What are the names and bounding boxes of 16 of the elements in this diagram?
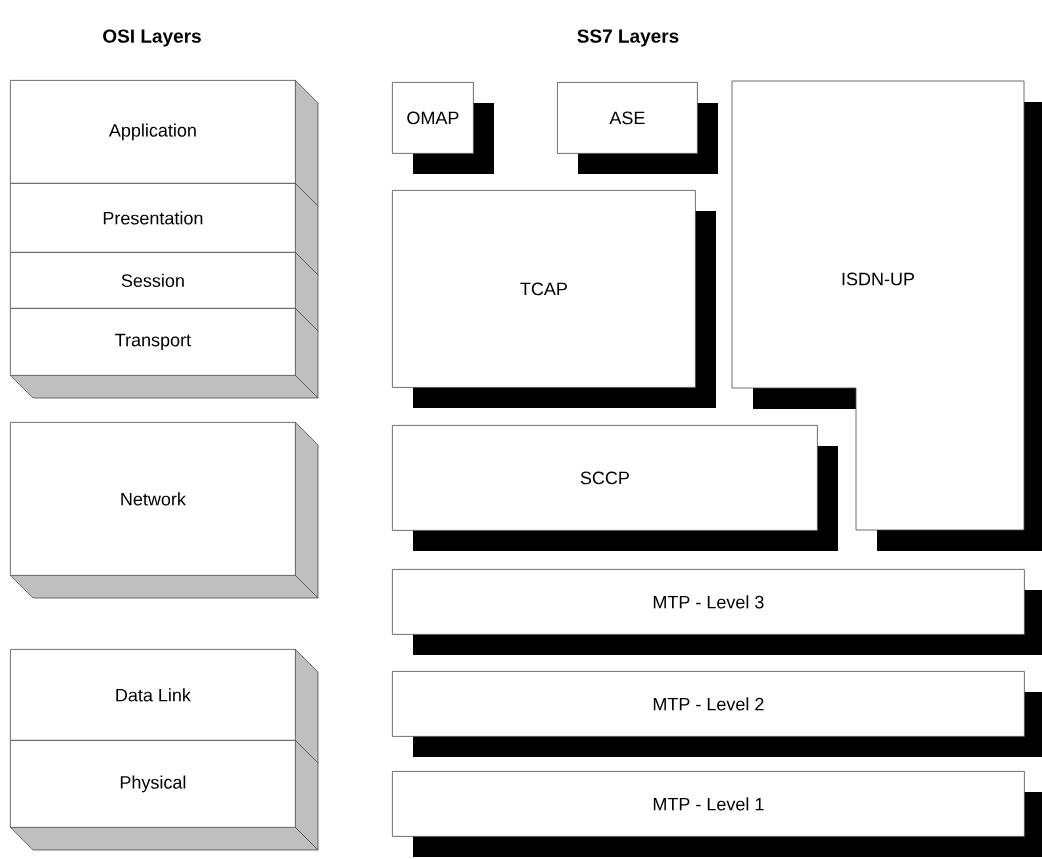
protocol-box: ISDN-UP bbox=[731, 80, 1042, 551]
layer-box: Physical bbox=[9, 739, 319, 851]
protocol-box: MTP - Level 2 bbox=[392, 671, 1042, 757]
layer-box: Network bbox=[9, 421, 319, 599]
layer-box: Application bbox=[10, 79, 319, 207]
protocol-box: SCCP bbox=[392, 425, 838, 551]
protocol-box: MTP - Level 3 bbox=[392, 569, 1042, 655]
protocol-box: MTP - Level 1 bbox=[392, 771, 1042, 857]
protocol-box: OMAP bbox=[392, 82, 494, 174]
layer-box: Session bbox=[10, 251, 319, 332]
layer-box: Transport bbox=[9, 307, 319, 399]
layer-box: Data Link bbox=[10, 648, 319, 764]
column-heading: OSI Layers bbox=[103, 29, 201, 47]
protocol-box: ASE bbox=[557, 82, 718, 174]
protocol-box: TCAP bbox=[392, 190, 716, 408]
column-heading: SS7 Layers bbox=[577, 29, 679, 47]
